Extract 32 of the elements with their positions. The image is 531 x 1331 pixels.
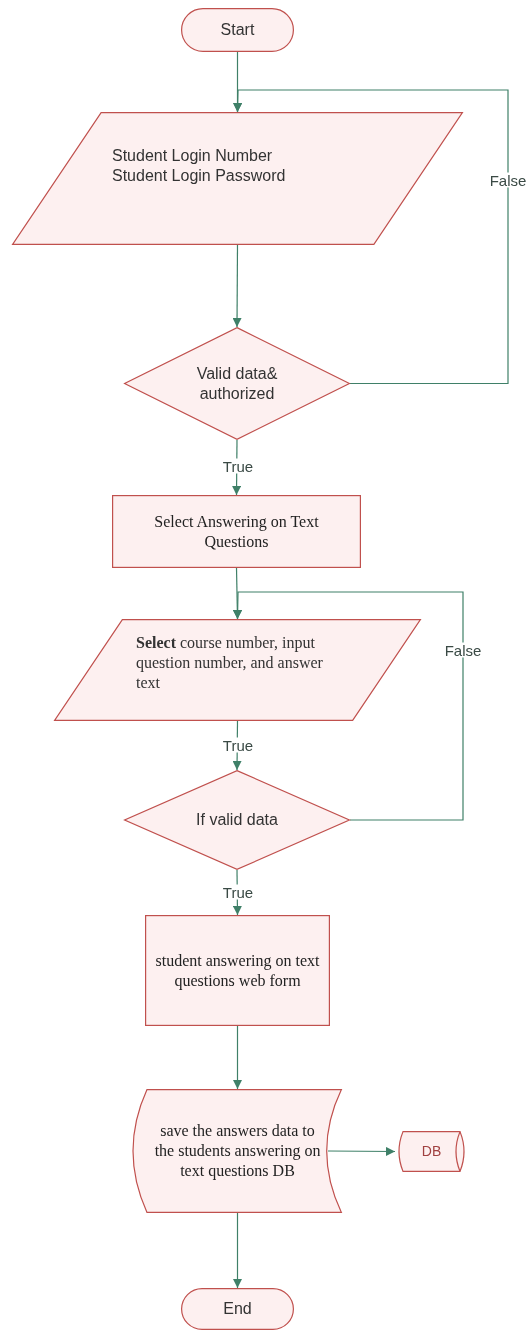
node-label: save the answers data to the students answering on text questions DB xyxy=(153,1121,322,1181)
terminal-shape xyxy=(181,8,294,52)
decision-diamond xyxy=(124,770,350,870)
edge-label: True xyxy=(221,458,255,474)
node-label: Valid data& authorized xyxy=(195,363,279,404)
stored-data-shape xyxy=(133,1089,342,1213)
arrow xyxy=(327,1146,396,1156)
terminal-shape xyxy=(181,1288,294,1330)
edge-label: False xyxy=(488,172,528,188)
arrow xyxy=(232,244,242,328)
node-label: If valid data xyxy=(196,810,278,830)
edge-label: True xyxy=(221,737,255,753)
process-box xyxy=(145,915,330,1026)
node-label: Select Answering on Text Questions xyxy=(153,511,320,552)
node-label: DB xyxy=(421,1142,442,1161)
node-label: Select course number, input question number, and answer text xyxy=(136,633,324,693)
input-parallelogram xyxy=(54,619,421,721)
edge-label: False xyxy=(443,642,483,658)
node-label: Start xyxy=(220,20,255,40)
arrow xyxy=(233,1212,242,1289)
node-label: Student Login Number xyxy=(112,146,273,166)
edge-label: True xyxy=(221,884,255,900)
process-box xyxy=(112,495,361,568)
node-label: End xyxy=(223,1299,252,1319)
node-label: student answering on text questions web form xyxy=(154,950,321,991)
input-parallelogram xyxy=(12,112,463,245)
arrow xyxy=(233,591,464,821)
arrow xyxy=(233,89,509,385)
node-label: Student Login Password xyxy=(112,166,286,186)
database-cylinder xyxy=(395,1131,468,1172)
decision-diamond xyxy=(124,327,350,440)
arrow xyxy=(233,1025,242,1090)
